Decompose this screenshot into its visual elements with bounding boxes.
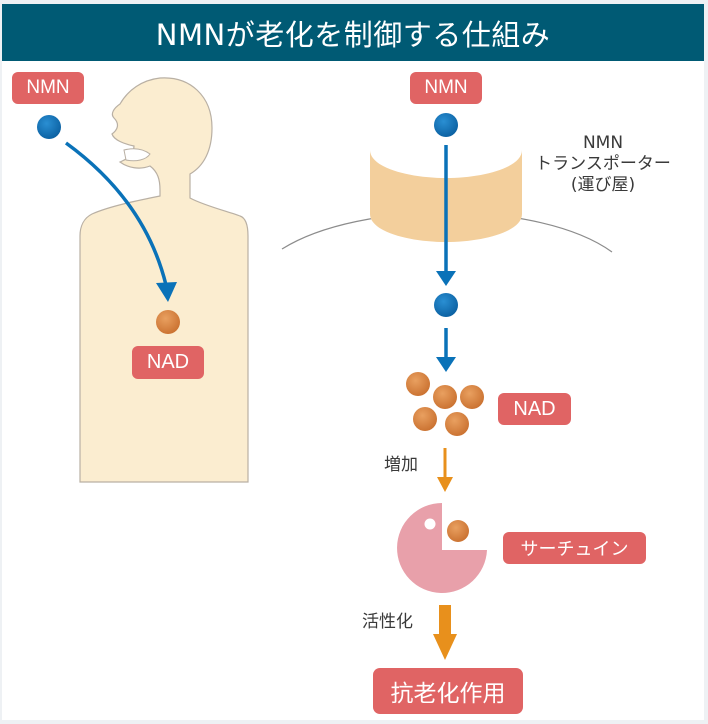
transporter-label-line-3: (運び屋) — [570, 175, 636, 195]
nmn-tag-left: NMN — [12, 72, 84, 104]
nmn-molecule-inside — [434, 293, 458, 317]
transporter-label-line-2: トランスポーター — [535, 154, 671, 174]
sirtuin-eye — [424, 518, 436, 530]
sirtuin-enzyme — [397, 503, 487, 594]
anti-aging-result-tag: 抗老化作用 — [373, 668, 523, 714]
nad-tag-left: NAD — [132, 346, 204, 379]
transport-arrow-head — [436, 271, 456, 286]
sirtuin-tag: サーチュイン — [503, 532, 646, 564]
activate-arrow-head — [433, 634, 457, 660]
transporter-label-line-1: NMN — [582, 133, 624, 153]
ingestion-arrow-head — [156, 282, 177, 302]
nad-cluster — [406, 372, 484, 436]
transporter-label: NMN トランスポーター (運び屋) — [528, 133, 678, 196]
nad-bound-sirtuin — [447, 520, 469, 542]
ingestion-arrow — [64, 141, 168, 286]
activate-arrow — [439, 605, 451, 635]
nmn-molecule-right — [434, 113, 458, 137]
increase-arrow-head — [437, 477, 453, 492]
increase-label: 増加 — [384, 455, 418, 475]
page-title: NMNが老化を制御する仕組み — [2, 4, 704, 61]
conversion-arrow-head — [436, 357, 456, 372]
nad-tag-right: NAD — [498, 393, 571, 425]
mouth — [123, 148, 151, 162]
activate-label: 活性化 — [362, 612, 413, 632]
nmn-tag-right: NMN — [410, 72, 482, 104]
nmn-molecule-left — [37, 115, 61, 139]
nad-molecule-left — [156, 310, 180, 334]
